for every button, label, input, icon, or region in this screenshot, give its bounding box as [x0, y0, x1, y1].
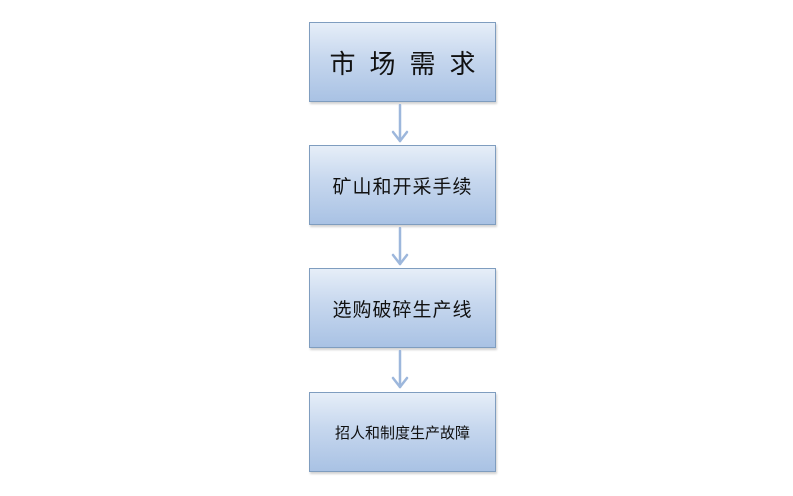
step-label: 招人和制度生产故障 [334, 423, 470, 442]
step-label: 矿山和开采手续 [332, 175, 473, 198]
step-mine-permits: 矿山和开采手续 [309, 145, 496, 225]
flow-arrow-down-icon [391, 104, 409, 143]
step-market-demand: 市场需求 [309, 22, 496, 102]
step-label: 选购破碎生产线 [332, 298, 473, 321]
step-label: 市场需求 [329, 49, 490, 80]
step-hiring-and-production-rules: 招人和制度生产故障 [309, 392, 496, 472]
step-buy-crushing-line: 选购破碎生产线 [309, 268, 496, 348]
flow-arrow-down-icon [391, 350, 409, 389]
flow-arrow-down-icon [391, 227, 409, 266]
